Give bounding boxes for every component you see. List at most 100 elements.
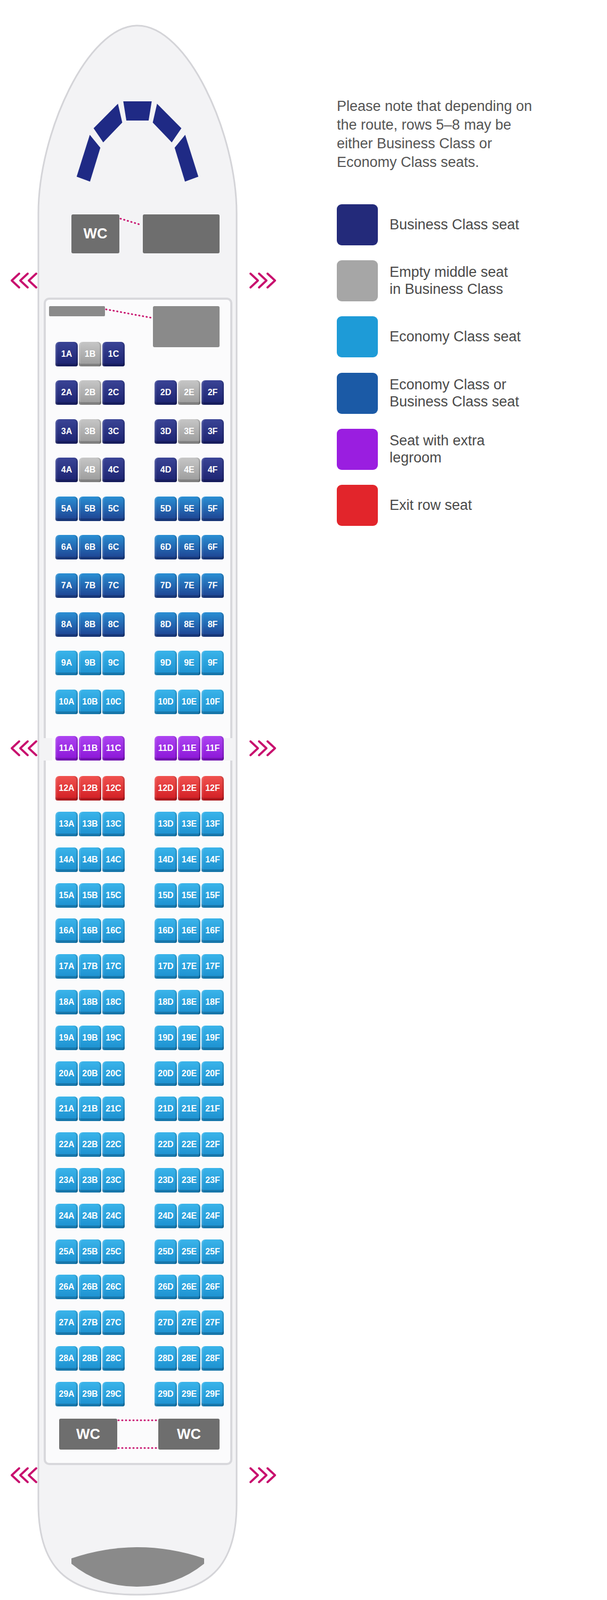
seat-label: 26A [58,1281,75,1291]
seat-box: 20A [55,1060,78,1086]
seat-box: 21C [102,1095,125,1121]
seat-label: 11D [158,743,174,752]
seat-box: 11A [55,735,78,760]
seat-box: 14B [78,846,102,872]
legend-text: Seat with extra legroom [389,432,522,466]
seat-box: 23A [55,1167,78,1192]
seat-box: 10F [201,689,224,714]
seat-label: 24E [181,1210,197,1220]
seat-box: 14C [102,846,125,872]
seat-box: 15D [154,882,177,908]
seat-box: 1B [78,341,102,367]
legend-entry: Economy Class seat [389,316,522,358]
seat-box: 25F [201,1238,224,1264]
seat-label: 10F [205,697,221,706]
seat-box: 7D [154,572,177,598]
seat-box: 13E [177,811,201,836]
seat-label: 29A [58,1388,75,1398]
seat-label: 12B [82,783,98,792]
seat-box: 23D [154,1167,177,1192]
seat-box: 15B [78,882,102,908]
seat-label: 4B [84,465,96,474]
seat-label: 16B [82,925,98,935]
seat-box: 10E [177,689,201,714]
seat-label: 10C [105,697,121,706]
seat-label: 24D [157,1210,174,1220]
seat-box: 27F [201,1309,224,1334]
seat-box: 24F [201,1202,224,1228]
seat-label: 14A [58,854,75,864]
seat-box: 28D [154,1345,177,1370]
seat-label: 13E [181,819,197,828]
seat-box: 18E [177,989,201,1014]
seat-box: 19F [201,1024,224,1050]
seat-label: 9C [108,658,119,667]
seat-box: 3D [154,418,177,444]
seat-box: 12A [55,775,78,800]
cockpit-window [174,134,199,182]
seat-box: 18B [78,989,102,1014]
seat-label: 13C [105,819,121,828]
seat-label: 7C [108,580,119,590]
seat-box: 20B [78,1060,102,1086]
seat-box: 8D [154,611,177,637]
seat-box: 5B [78,496,102,521]
seat-box: 29E [177,1380,201,1406]
seat-box: 24B [78,1202,102,1228]
seat-box: 6C [102,534,125,560]
route-note: Please note that depending on the route,… [336,96,537,172]
seat-box: 28F [201,1345,224,1370]
seat-label: 4A [61,465,72,474]
seat-box: 21F [201,1095,224,1121]
seat-box: 17A [55,953,78,978]
exit-chevron [28,1467,37,1481]
seat-box: 1C [102,341,125,367]
seat-label: 12F [205,783,221,792]
seat-box: 3B [78,418,102,444]
seat-box: 24A [55,1202,78,1228]
seat-label: 24A [58,1210,75,1220]
galley-block [152,305,220,347]
seat-box: 20C [102,1060,125,1086]
seat-label: 17C [105,961,121,970]
seat-box: 16C [102,917,125,943]
seat-label: 16F [205,925,221,935]
exit-chevron [20,273,28,288]
seat-label: 22C [105,1139,121,1148]
seat-box: 12D [154,775,177,800]
seat-box: 7A [55,572,78,598]
seat-label: 22D [157,1139,174,1148]
seat-box: 26B [78,1273,102,1299]
seat-label: 25D [157,1246,174,1256]
seat-label: 22A [58,1139,75,1148]
seat-label: 3B [84,426,96,436]
seat-box: 21D [154,1095,177,1121]
seat-label: 26B [82,1281,98,1291]
seat-box: 7B [78,572,102,598]
seat-box: 5C [102,496,125,521]
exit-gap [223,737,236,760]
legend-text: Empty middle seat in Business Class [389,263,522,297]
seat-label: 21D [157,1103,174,1113]
seat-box: 17B [78,953,102,978]
seat-label: 19C [105,1032,121,1042]
seat-label: 28A [58,1353,75,1362]
seat-label: 22E [181,1139,197,1148]
seat-box: 6D [154,534,177,560]
seat-label: 3D [160,426,172,436]
seat-box: 3A [55,418,78,444]
seat-label: 23E [181,1175,197,1184]
seat-label: 2E [183,387,195,397]
seat-label: 24C [105,1210,121,1220]
seat-label: WC [76,1425,101,1442]
seat-label: 25A [58,1246,75,1256]
seat-box: 24E [177,1202,201,1228]
seat-label: 3A [61,426,72,436]
seat-label: 21E [181,1103,197,1113]
seat-label: 20E [181,1068,197,1078]
seat-box: 9A [55,650,78,675]
seat-box: 2B [78,379,102,405]
seat-label: 19B [82,1032,98,1042]
seat-box: 18F [201,989,224,1014]
